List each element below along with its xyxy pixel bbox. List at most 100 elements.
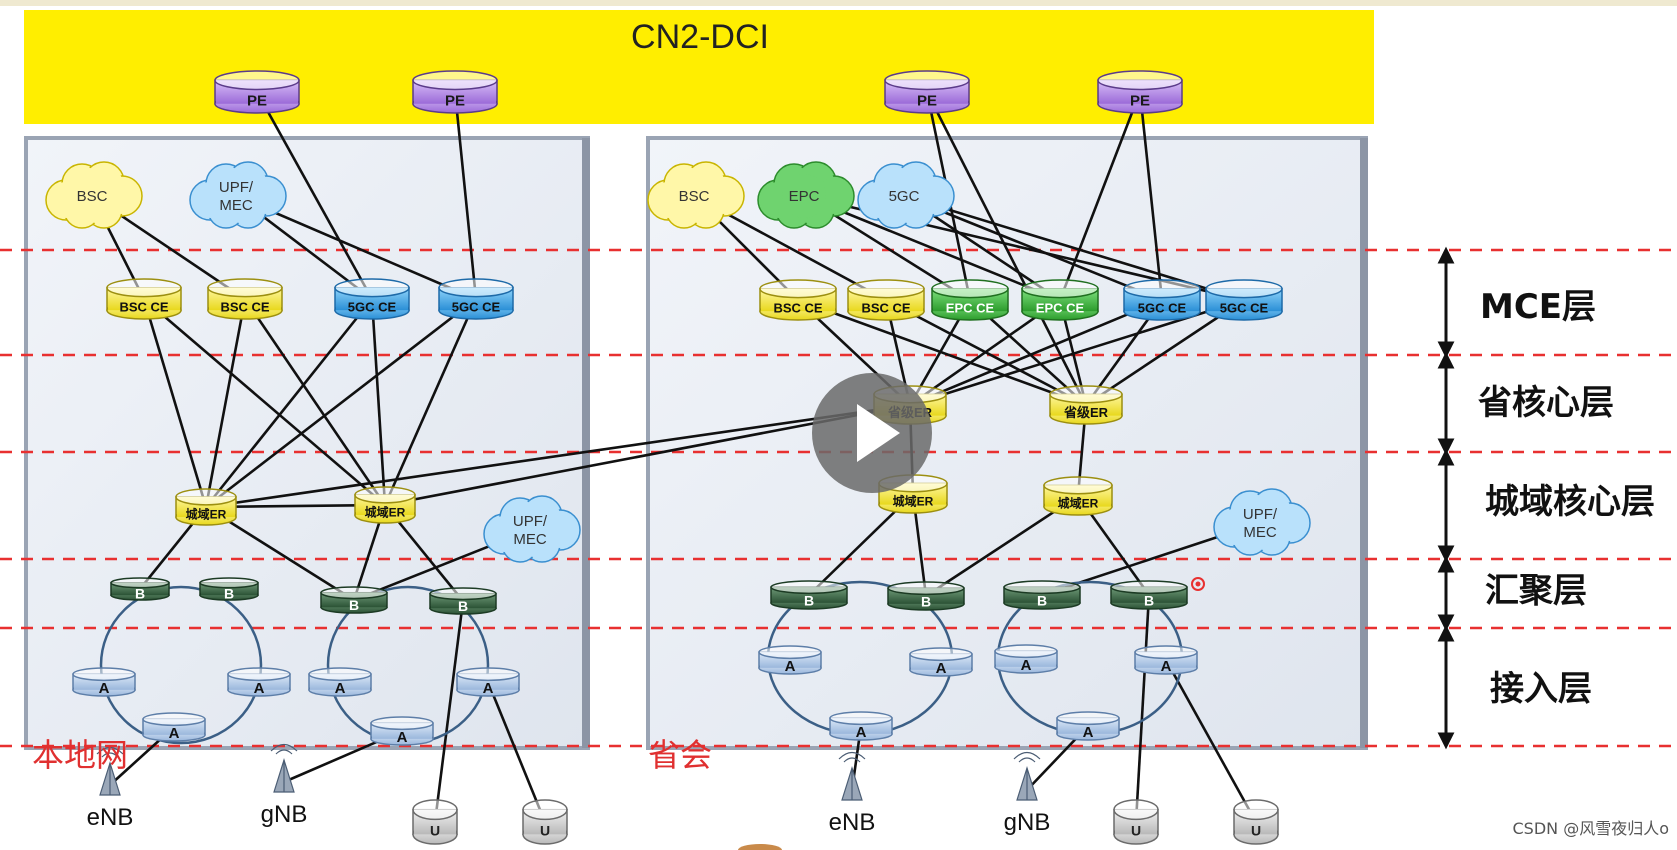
link-lBSCce1-lMet2: [143, 298, 386, 506]
epc-ce-capital-2: EPC CE: [1021, 279, 1099, 321]
upf-mec-cloud-local-edge: UPF/MEC: [483, 495, 581, 563]
epc-ce-capital-2-label: EPC CE: [1036, 300, 1085, 315]
metro-er-local-2: 城域ER: [354, 486, 416, 524]
layer-label-access: 接入层: [1490, 669, 1592, 709]
metro-er-local-2-label: 城域ER: [365, 504, 406, 519]
ring-local-1: [99, 585, 263, 745]
upf-mec-cloud-local-edge-label: MEC: [513, 531, 547, 548]
access-a-9-label: A: [1021, 657, 1032, 674]
access-a-8-label: A: [936, 660, 947, 677]
pe-node-4-label: PE: [1130, 93, 1150, 110]
layer-label-metro-core: 城域核心层: [1485, 482, 1655, 522]
5gc-ce-capital-1-label: 5GC CE: [1138, 300, 1187, 315]
access-a-7-label: A: [785, 658, 796, 675]
link-rA4-rU2: [1164, 659, 1258, 823]
provincial-er-2: 省级ER: [1049, 385, 1123, 425]
link-rBSCce1-prov2: [797, 298, 1087, 407]
upf-mec-cloud-local-label: MEC: [219, 197, 253, 214]
bsc-cloud-local-label: BSC: [77, 188, 108, 205]
pe-node-1-label: PE: [247, 93, 267, 110]
metro-er-capital-1: 城域ER: [878, 474, 948, 514]
layer-label-aggregation: 汇聚层: [1485, 571, 1587, 611]
bsc-ce-local-1-label: BSC CE: [119, 299, 168, 314]
pe-node-2: PE: [412, 70, 498, 114]
play-icon: [857, 404, 900, 462]
user-u-2: U: [522, 799, 568, 845]
epc-ce-capital-1-label: EPC CE: [946, 300, 995, 315]
metro-er-local-1-label: 城域ER: [186, 506, 227, 521]
access-a-10: A: [1134, 645, 1198, 675]
access-a-1: A: [72, 667, 136, 697]
provincial-er-2-label: 省级ER: [1063, 405, 1109, 420]
link-lMet1-prov1: [205, 403, 911, 509]
link-lMet1-lB3: [205, 505, 355, 602]
pe-node-2-label: PE: [445, 93, 465, 110]
link-rEPCc-rEPCce2: [803, 194, 1061, 302]
upf-mec-cloud-capital-edge-label: MEC: [1243, 524, 1277, 541]
aggregation-b-2: B: [199, 577, 259, 601]
pe-node-1: PE: [214, 70, 300, 114]
enb-tower-capital: eNB: [829, 751, 876, 836]
link-l5GCce1-lMet1: [204, 298, 374, 508]
5gc-cloud-capital: 5GC: [857, 161, 955, 229]
gnb-tower-local: gNB: [261, 743, 308, 828]
access-a-5: A: [142, 712, 206, 742]
access-a-3-label: A: [335, 680, 346, 697]
aggregation-b-7-label: B: [1037, 592, 1047, 608]
pe-node-4: PE: [1097, 70, 1183, 114]
cursor-indicator: [1191, 577, 1205, 591]
aggregation-b-3: B: [320, 586, 388, 614]
metro-er-capital-1-label: 城域ER: [893, 494, 934, 509]
user-u-2-label: U: [540, 823, 550, 839]
region-label-local: 本地网: [32, 736, 128, 774]
link-l5GCce2-lMet2: [383, 298, 478, 506]
bsc-ce-local-2-label: BSC CE: [220, 299, 269, 314]
enb-tower-capital-label: eNB: [829, 809, 876, 836]
gnb-tower-capital: gNB: [1004, 751, 1050, 836]
region-label-capital: 省会: [648, 736, 712, 774]
user-u-1: U: [412, 799, 458, 845]
access-a-10-label: A: [1161, 658, 1172, 675]
link-l5GCce2-lMet1: [205, 297, 477, 509]
aggregation-b-3-label: B: [349, 597, 359, 613]
layer-arrows: [1437, 246, 1455, 750]
pe-node-3-label: PE: [917, 93, 937, 110]
bsc-cloud-capital: BSC: [647, 161, 745, 229]
link-rB4-rU1: [1134, 594, 1151, 823]
5gc-cloud-capital-label: 5GC: [889, 188, 920, 205]
enb-tower-local-label: eNB: [87, 804, 134, 831]
layer-label-provincial-core: 省核心层: [1478, 383, 1614, 423]
access-a-11-label: A: [856, 724, 867, 741]
upf-mec-cloud-local-label: UPF/: [219, 179, 254, 196]
link-pe1-l5GCce1: [255, 91, 374, 300]
5gc-ce-local-1-label: 5GC CE: [348, 299, 397, 314]
metro-er-local-1: 城域ER: [175, 488, 237, 526]
decor-bottom: [738, 844, 782, 850]
access-a-6: A: [370, 716, 434, 746]
video-play-button[interactable]: [812, 373, 932, 493]
epc-ce-capital-1: EPC CE: [931, 279, 1009, 321]
upf-mec-cloud-local-edge-label: UPF/: [513, 513, 548, 530]
access-a-2-label: A: [254, 680, 265, 697]
access-a-3: A: [308, 667, 372, 697]
top-strip: [0, 0, 1677, 6]
5gc-ce-capital-2-label: 5GC CE: [1220, 300, 1269, 315]
bsc-ce-capital-1: BSC CE: [759, 279, 837, 321]
5gc-ce-capital-1: 5GC CE: [1123, 279, 1201, 321]
access-a-2: A: [227, 667, 291, 697]
layer-label-mce: MCE层: [1480, 287, 1596, 327]
bsc-ce-capital-1-label: BSC CE: [773, 300, 822, 315]
epc-cloud-capital: EPC: [757, 161, 855, 229]
aggregation-b-1: B: [110, 577, 170, 601]
access-a-12-label: A: [1083, 724, 1094, 741]
bsc-cloud-local: BSC: [45, 161, 143, 229]
5gc-ce-local-2-label: 5GC CE: [452, 299, 501, 314]
link-lB4-lU1: [433, 600, 465, 823]
aggregation-b-8: B: [1110, 580, 1188, 610]
pe-node-3: PE: [884, 70, 970, 114]
access-a-7: A: [758, 645, 822, 675]
gnb-tower-local-label: gNB: [261, 801, 308, 828]
bsc-ce-local-2: BSC CE: [207, 278, 283, 320]
